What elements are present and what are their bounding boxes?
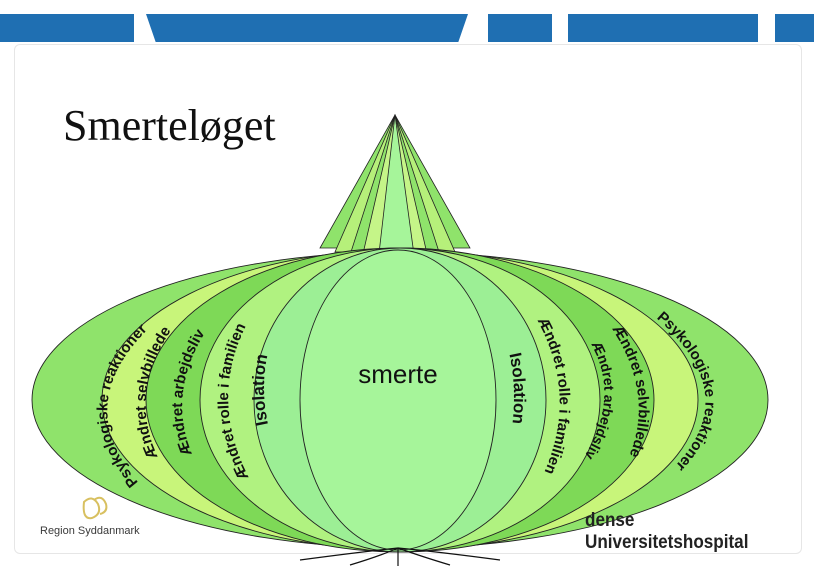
onion-roots: [299, 547, 501, 566]
top-bar-segment: [775, 14, 814, 42]
top-bar-segment: [146, 14, 468, 42]
layer-label-left: Isolation: [249, 352, 272, 427]
layer-label-right: Isolation: [505, 351, 529, 425]
top-bar-segment: [568, 14, 758, 42]
top-bar-segment: [488, 14, 552, 42]
onion-tip: [319, 113, 471, 263]
top-bar-segment: [0, 14, 134, 42]
region-logo-text: Region Syddanmark: [40, 525, 140, 537]
hospital-name: dense Universitetshospital: [585, 510, 749, 553]
region-logo-icon: [82, 496, 108, 520]
center-label: smerte: [358, 359, 437, 389]
page-title: Smerteløget: [63, 101, 276, 150]
onion-layers: [31, 247, 769, 553]
onion-core: [299, 249, 497, 551]
